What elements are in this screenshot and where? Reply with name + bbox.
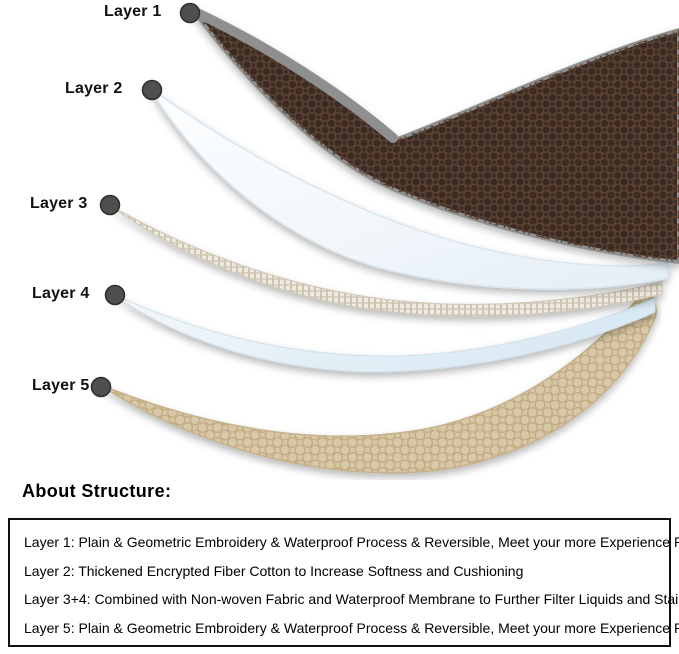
- structure-note-line-2: Layer 2: Thickened Encrypted Fiber Cotto…: [24, 562, 524, 579]
- structure-note-line-4: Layer 5: Plain & Geometric Embroidery & …: [24, 619, 679, 636]
- layer-1-label: Layer 1: [104, 3, 162, 20]
- structure-note-line-3: Layer 3+4: Combined with Non-woven Fabri…: [24, 591, 679, 607]
- layer-2-base: [149, 87, 669, 290]
- layer-4-label: Layer 4: [32, 285, 90, 302]
- structure-note-line-1: Layer 1: Plain & Geometric Embroidery & …: [24, 534, 679, 550]
- structure-note-box: Layer 1: Plain & Geometric Embroidery & …: [8, 518, 679, 647]
- layer-3-texture: [108, 204, 662, 317]
- layer-4-base: [112, 293, 656, 373]
- layer-1-texture: [193, 10, 679, 262]
- layer-2-label: Layer 2: [65, 80, 123, 97]
- layer-2-dot: [141, 79, 163, 101]
- layer-3-dot: [99, 194, 121, 216]
- layer-dots: [90, 2, 201, 398]
- layer-4-dot: [104, 284, 126, 306]
- layers-illustration: [90, 2, 679, 474]
- layer-5-dot: [90, 376, 112, 398]
- layer-1-gray-edge: [190, 7, 398, 143]
- about-structure-heading: About Structure:: [22, 481, 172, 501]
- layer-1-fabric: [190, 7, 679, 265]
- layer-5-texture: [98, 286, 657, 473]
- layer-3-fabric: [107, 203, 663, 317]
- layer-4-fabric: [112, 293, 656, 373]
- layer-2-fabric: [149, 87, 669, 290]
- layer-5-fabric: [97, 284, 657, 474]
- layer-1-dot: [179, 2, 201, 24]
- layer-5-label: Layer 5: [32, 377, 90, 394]
- layer-3-label: Layer 3: [30, 195, 88, 212]
